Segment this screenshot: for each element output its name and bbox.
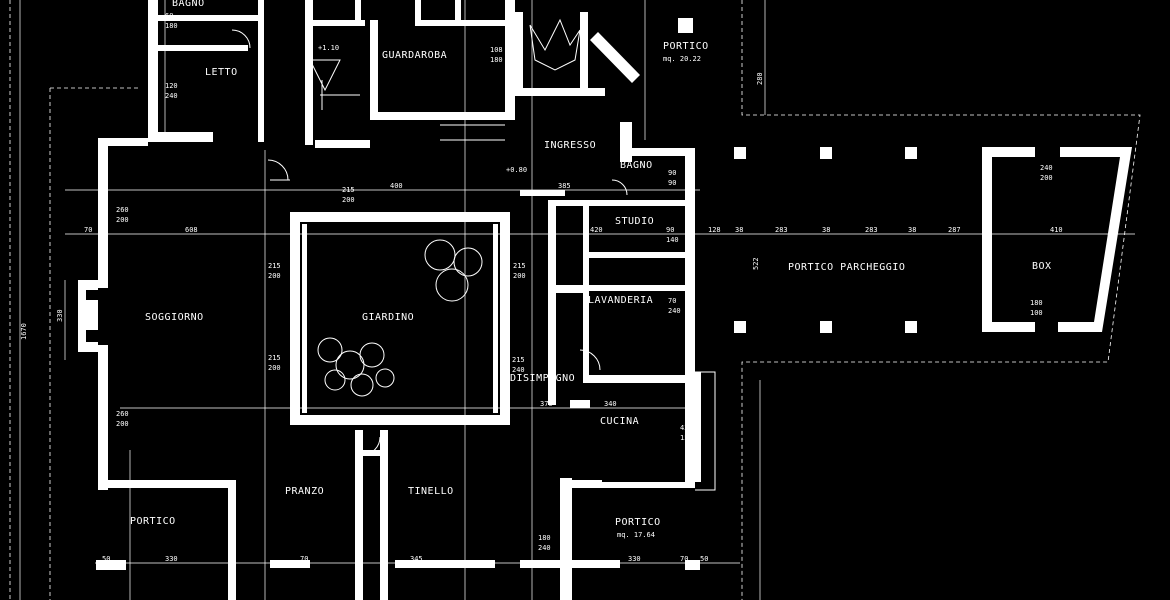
- room-label-disimpegno: DISIMPEGNO: [510, 373, 575, 384]
- opening-giardino-right-w: 215: [513, 262, 526, 270]
- opening-box-bottom-h: 100: [1030, 309, 1043, 317]
- opening-giardino-top-h: 200: [342, 196, 355, 204]
- opening-portico-bottom-h: 240: [538, 544, 551, 552]
- dim-bottom-4: 330: [628, 555, 641, 563]
- opening-disimpegno-h: 240: [512, 366, 525, 374]
- room-label-portico-top: PORTICO: [663, 41, 709, 52]
- opening-portico-bottom-w: 180: [538, 534, 551, 542]
- room-label-ingresso: INGRESSO: [544, 140, 596, 151]
- room-label-bagno-top: BAGNO: [172, 0, 205, 9]
- dim-bottom-5: 70: [680, 555, 688, 563]
- dim-row-top-6: 38: [735, 226, 743, 234]
- dimension-lines: [19, 0, 1135, 600]
- opening-giardino-left-top-w: 215: [268, 262, 281, 270]
- room-label-guardaroba: GUARDAROBA: [382, 50, 447, 61]
- dimension-values: 70 608 400 385 90 128 38 283 38 283 38 2…: [20, 72, 1063, 563]
- opening-soggiorno1-w: 260: [116, 206, 129, 214]
- room-label-tinello: TINELLO: [408, 486, 454, 497]
- opening-guardaroba-h: 180: [490, 56, 503, 64]
- dim-misc-0: 420: [590, 226, 603, 234]
- dim-misc-2: 340: [604, 400, 617, 408]
- opening-giardino-top-w: 215: [342, 186, 355, 194]
- portico-bottom-area: mq. 17.64: [617, 531, 655, 539]
- opening-box-top-w: 240: [1040, 164, 1053, 172]
- elevation-ingresso: +0.80: [506, 166, 527, 174]
- elevation-letto: +1.10: [318, 44, 339, 52]
- dim-side-left: 330: [56, 309, 64, 322]
- dim-bottom-3: 345: [410, 555, 423, 563]
- dim-row-top-9: 283: [865, 226, 878, 234]
- opening-disimpegno-w: 215: [512, 356, 525, 364]
- room-label-giardino: GIARDINO: [362, 312, 414, 323]
- garden-plants: [317, 18, 581, 397]
- room-label-pranzo: PRANZO: [285, 486, 324, 497]
- opening-labels: 120 240 108 180 60 180 260 200 260 200 2…: [116, 12, 1053, 552]
- dim-parcheggio-depth: 522: [752, 257, 760, 270]
- opening-lavanderia-h: 240: [668, 307, 681, 315]
- dim-row-top-5: 128: [708, 226, 721, 234]
- room-label-soggiorno: SOGGIORNO: [145, 312, 204, 323]
- dim-row-top-1: 608: [185, 226, 198, 234]
- opening-soggiorno2-h: 200: [116, 420, 129, 428]
- opening-cucina-w: 430: [680, 424, 693, 432]
- opening-giardino-left-bottom-h: 200: [268, 364, 281, 372]
- room-label-lavanderia: LAVANDERIA: [588, 295, 653, 306]
- opening-bagno-top-h: 180: [165, 22, 178, 30]
- dim-row-top-0: 70: [84, 226, 92, 234]
- opening-letto-w: 120: [165, 82, 178, 90]
- dim-bottom-1: 330: [165, 555, 178, 563]
- room-label-bagno-right: BAGNO: [620, 160, 653, 171]
- dim-row-top-11: 287: [948, 226, 961, 234]
- dim-misc-1: 370: [540, 400, 553, 408]
- opening-letto-h: 240: [165, 92, 178, 100]
- opening-box-top-h: 200: [1040, 174, 1053, 182]
- room-label-letto: LETTO: [205, 67, 238, 78]
- dim-row-top-7: 283: [775, 226, 788, 234]
- opening-guardaroba-w: 108: [490, 46, 503, 54]
- dim-row-top-2: 400: [390, 182, 403, 190]
- opening-studio-w: 90: [666, 226, 674, 234]
- room-labels: BAGNO LETTO GUARDAROBA PORTICO mq. 20.22…: [130, 0, 1052, 539]
- opening-giardino-left-bottom-w: 215: [268, 354, 281, 362]
- opening-bagno-top-w: 60: [165, 12, 173, 20]
- dim-bottom-2: 70: [300, 555, 308, 563]
- dim-bottom-0: 50: [102, 555, 110, 563]
- opening-soggiorno2-w: 260: [116, 410, 129, 418]
- opening-lavanderia-w: 70: [668, 297, 676, 305]
- opening-giardino-left-top-h: 200: [268, 272, 281, 280]
- room-label-cucina: CUCINA: [600, 416, 639, 427]
- opening-bagno-right-h: 90: [668, 179, 676, 187]
- door-swings: [231, 29, 628, 456]
- opening-soggiorno1-h: 200: [116, 216, 129, 224]
- room-label-portico-left: PORTICO: [130, 516, 176, 527]
- room-label-studio: STUDIO: [615, 216, 654, 227]
- elevation-marks: +1.10 +0.80: [318, 44, 527, 174]
- dim-bottom-6: 50: [700, 555, 708, 563]
- opening-bagno-right-w: 90: [668, 169, 676, 177]
- opening-studio-h: 140: [666, 236, 679, 244]
- room-label-portico-bottom: PORTICO: [615, 517, 661, 528]
- opening-giardino-right-h: 200: [513, 272, 526, 280]
- opening-cucina-h: 150: [680, 434, 693, 442]
- portico-top-area: mq. 20.22: [663, 55, 701, 63]
- opening-box-bottom-w: 180: [1030, 299, 1043, 307]
- room-label-box: BOX: [1032, 261, 1052, 272]
- room-label-portico-parcheggio: PORTICO PARCHEGGIO: [788, 262, 905, 273]
- walls: [78, 0, 1132, 600]
- boundary-lines: [9, 0, 1141, 600]
- dim-side-far-left: 1670: [20, 323, 28, 340]
- dim-row-top-4: 90: [686, 226, 694, 234]
- dim-portico-depth: 280: [756, 72, 764, 85]
- dim-row-top-8: 38: [822, 226, 830, 234]
- dim-box-width: 410: [1050, 226, 1063, 234]
- dim-row-top-10: 38: [908, 226, 916, 234]
- dim-row-top-3: 385: [558, 182, 571, 190]
